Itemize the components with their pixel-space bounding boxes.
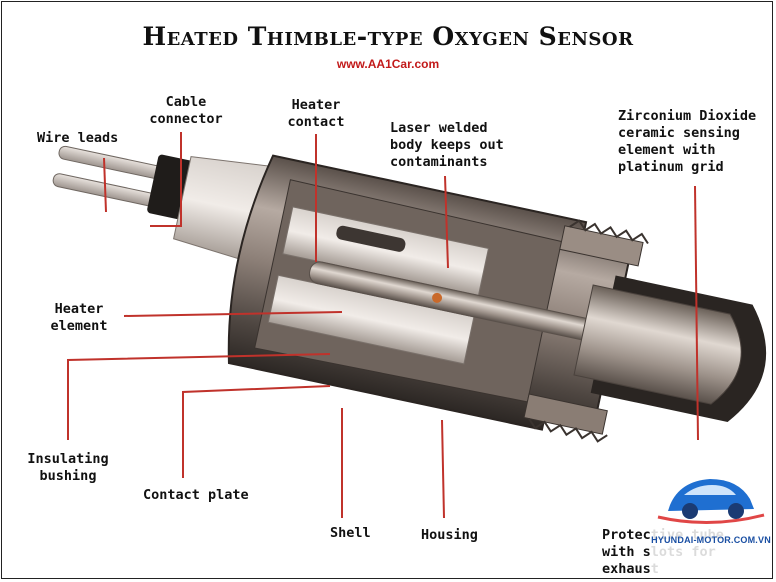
label-wire-leads: Wire leads [37,130,119,146]
label-heater-contact: Heater contact [287,97,345,130]
leader-zirconium [694,185,699,441]
heater-dot [432,292,443,303]
leader-heater-element [123,311,343,317]
wire-lead-upper [58,145,168,181]
diagram-title: Heated Thimble-type Oxygen Sensor [142,22,634,51]
leader-housing [441,419,445,519]
label-insulating-bushing: Insulating bushing [27,451,109,484]
watermark-text: HYUNDAI-MOTOR.COM.VN [651,535,771,545]
sensor-body [52,145,767,443]
label-laser-welded: Laser welded body keeps out contaminants [390,120,504,170]
label-cable-connector: Cable connector [149,94,223,127]
website-url: www.AA1Car.com [336,57,440,71]
wire-lead-lower [52,173,162,208]
leader-lines [67,132,699,519]
watermark: HYUNDAI-MOTOR.COM.VN [650,457,772,575]
label-contact-plate: Contact plate [143,487,249,503]
leader-laser-welded [444,175,449,269]
label-heater-element: Heater element [50,301,108,334]
label-zirconium: Zirconium Dioxide ceramic sensing elemen… [618,108,757,175]
housing-threads [523,219,649,443]
leader-wire-leads [103,157,107,213]
zirconia-thimble [573,284,742,405]
leader-contact-plate [182,385,331,478]
leader-insulating-bushing [67,353,331,440]
label-shell: Shell [330,525,371,541]
heater-contact-slot [336,225,406,252]
label-housing: Housing [421,527,478,543]
car-logo-icon [657,479,765,525]
leader-cable-connector [150,132,182,227]
